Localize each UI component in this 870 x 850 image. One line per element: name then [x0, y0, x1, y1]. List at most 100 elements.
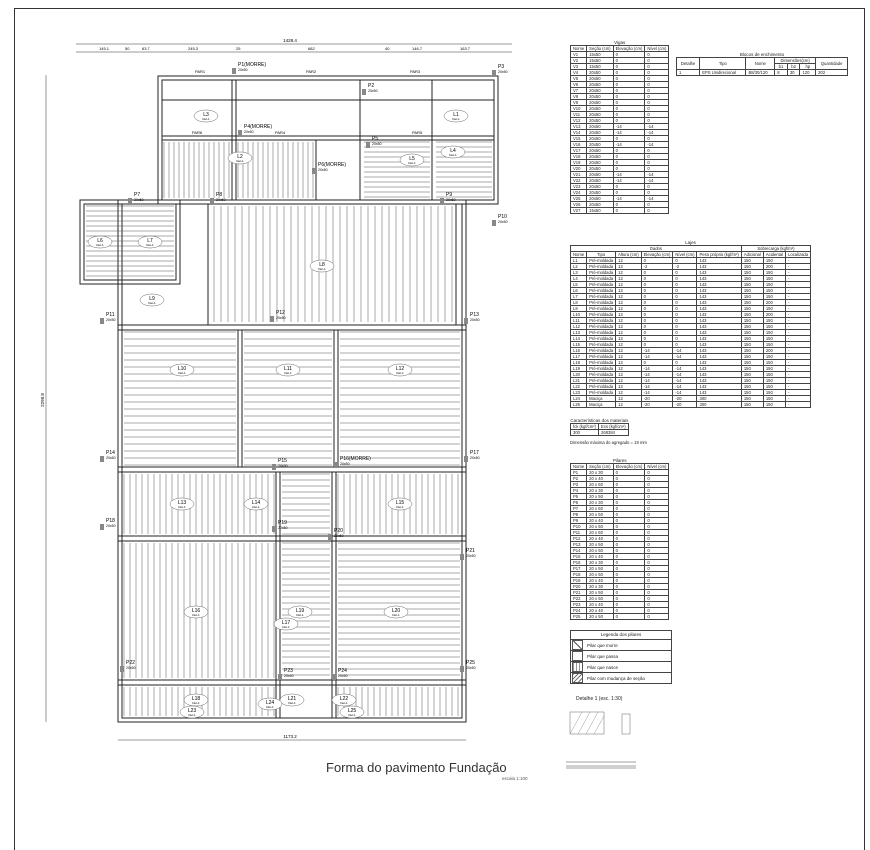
- col-nome: Nome: [745, 57, 776, 70]
- cell: Pré-moldada: [586, 263, 617, 270]
- slab-detail-tag: Det-1: [396, 505, 404, 509]
- pillar-label: P19: [278, 520, 287, 526]
- wall-labels: PAR1 PAR2 PAR3 PAR4 PAR5 PAR6: [192, 69, 423, 135]
- pillar-shape: [270, 316, 274, 322]
- slab-detail-tag: Det-1: [449, 153, 457, 157]
- detail-drawing: [566, 711, 636, 769]
- pillar-shape: [332, 674, 336, 680]
- slab-tag: [183, 693, 209, 707]
- slab-label: L1: [453, 112, 459, 118]
- slab-detail-tag: Det-1: [96, 243, 104, 247]
- cell: P25: [569, 613, 588, 620]
- materials-note: Dimensão máxima do agregado = 19 mm: [570, 440, 647, 445]
- cell: 20 x 50: [586, 613, 614, 620]
- slab-tag: [179, 705, 205, 719]
- dim-7: 146.7: [412, 46, 423, 51]
- pillar-section: 20x50: [470, 318, 480, 322]
- slab-tag: [169, 497, 195, 511]
- drawing-title: Forma do pavimento Fundação: [326, 760, 507, 775]
- cell: Pré-moldada: [586, 269, 617, 276]
- foundation-floor-plan[interactable]: 1428.4 1173.2 2298.8 145.1 50 63.7 245.3…: [0, 0, 560, 760]
- slab-label: L19: [296, 608, 305, 614]
- pillar-section: 20x50: [278, 464, 288, 468]
- pillar-label: P11: [106, 312, 115, 318]
- pillar-shape: [328, 534, 332, 540]
- cell: 150: [762, 401, 787, 408]
- cell: Pré-moldada: [586, 317, 617, 324]
- col-dimensoes: Dimensões(cm): [774, 57, 817, 64]
- column-header: Elevação (cm): [640, 251, 674, 258]
- slab-detail-tag: Det-1: [178, 505, 186, 509]
- slab-label: L15: [396, 500, 405, 506]
- col-elevacao: Elevação (cm): [612, 45, 646, 52]
- slab-tag: [309, 259, 335, 273]
- slab-tag: [275, 363, 301, 377]
- cell: 300: [696, 401, 742, 408]
- slab-detail-tag: Det-1: [348, 713, 356, 717]
- pillars-table-title: Pilares: [612, 458, 627, 463]
- sheet-frame-right: [864, 8, 865, 850]
- col-secao: Seção (cm): [586, 463, 614, 470]
- dim-6: 40: [385, 46, 390, 51]
- cell: 8: [774, 69, 788, 76]
- slab-detail-tag: Det-1: [192, 701, 200, 705]
- dim-1: 50: [125, 46, 130, 51]
- pillar-shape: [464, 456, 468, 462]
- cell: 302: [815, 69, 848, 76]
- sheet-frame-left: [14, 8, 15, 850]
- materials-title: Características dos materiais: [570, 418, 629, 423]
- cell: V27: [569, 207, 588, 214]
- slab-label: L17: [282, 620, 291, 626]
- slabs: L1Det-1L2Det-1L3Det-1L4Det-1L5Det-1L6Det…: [87, 109, 469, 719]
- cell: 15x50: [586, 207, 614, 214]
- pillar-section: 20x50: [470, 456, 480, 460]
- pillar-shape: [232, 68, 236, 74]
- wall-par1: PAR1: [195, 69, 206, 74]
- wall-par3: PAR3: [410, 69, 421, 74]
- cell: Pré-moldada: [586, 371, 617, 378]
- drawing-scale: escala 1:100: [502, 776, 528, 781]
- pillar-label: P9: [446, 192, 452, 198]
- cell: Pré-moldada: [586, 359, 617, 366]
- pillar-label: P20: [334, 528, 343, 534]
- slab-detail-tag: Det-1: [236, 159, 244, 163]
- cell: Pré-moldada: [586, 305, 617, 312]
- slab-detail-tag: Det-1: [296, 613, 304, 617]
- slab-detail-tag: Det-1: [178, 371, 186, 375]
- pillar-shape: [272, 526, 276, 532]
- slab-tag: [257, 697, 283, 711]
- pillar-label: P16(MORRE): [340, 456, 371, 462]
- legend-item: Pilar que passa: [571, 651, 671, 662]
- slab-tag: [273, 617, 299, 631]
- pillar-shape: [460, 554, 464, 560]
- sheet-frame-top: [14, 8, 864, 9]
- filler-blocks-header: Detalhe Tipo Nome Dimensões(cm) Quantida…: [675, 57, 848, 70]
- slab-label: L7: [147, 238, 153, 244]
- slab-label: L21: [288, 696, 297, 702]
- slab-tag: [227, 151, 253, 165]
- pillars: P1(MORRE)20x50P220x50P320x50P4(MORRE)20x…: [100, 62, 508, 680]
- slab-detail-tag: Det-1: [396, 371, 404, 375]
- pillar-section: 20x50: [276, 316, 286, 320]
- pillar-label: P1(MORRE): [238, 62, 266, 68]
- slab-detail-tag: Det-1: [452, 117, 460, 121]
- pillar-section: 20x50: [238, 68, 248, 72]
- pillar-shape: [366, 142, 370, 148]
- cell: Pré-moldada: [586, 365, 617, 372]
- cell: 0: [644, 613, 670, 620]
- slab-label: L3: [203, 112, 209, 118]
- cell: Pré-moldada: [586, 377, 617, 384]
- legend-item: Pilar com mudança de seção: [571, 673, 671, 683]
- pillar-shape: [100, 318, 104, 324]
- pillar-shape: [120, 666, 124, 672]
- column-header: Nível (cm): [672, 251, 698, 258]
- cell: 30: [786, 69, 801, 76]
- cell: Pré-moldada: [586, 323, 617, 330]
- pillar-section: 20x50: [244, 130, 254, 134]
- pillar-label: P14: [106, 450, 115, 456]
- cell: Maciça: [586, 401, 617, 408]
